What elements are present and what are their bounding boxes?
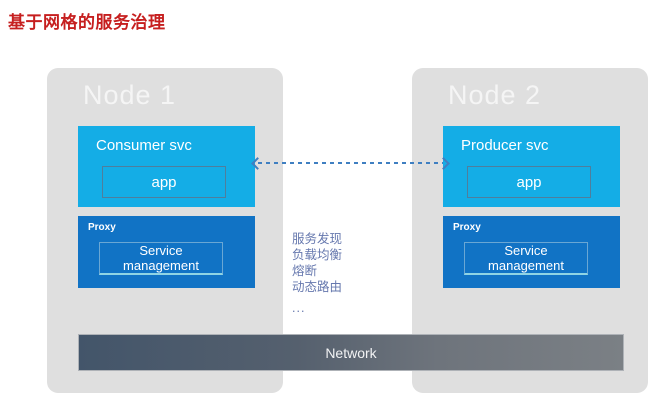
node-2-label: Node 2 — [448, 80, 542, 110]
feature-service-discovery: 服务发现 — [292, 232, 343, 246]
producer-svc-label: Producer svc — [461, 137, 549, 154]
feature-load-balancing: 负载均衡 — [292, 248, 343, 262]
consumer-app-label: app — [151, 173, 177, 191]
consumer-svc-label: Consumer svc — [96, 137, 192, 154]
node-1-service-management-label: Service management — [123, 243, 199, 273]
producer-app-box: app — [467, 166, 591, 198]
network-bar: Network — [78, 334, 624, 371]
network-label: Network — [325, 344, 377, 361]
feature-dynamic-routing: 动态路由 — [292, 280, 343, 294]
mesh-feature-list: 服务发现 负载均衡 熔断 动态路由 ... — [292, 231, 342, 316]
dashed-line — [258, 162, 443, 164]
page-title: 基于网格的服务治理 — [8, 13, 166, 32]
feature-ellipsis: ... — [292, 301, 306, 315]
consumer-app-box: app — [102, 166, 226, 198]
node-1-proxy-box: Proxy Service management — [78, 216, 255, 288]
arrowhead-right-icon — [437, 157, 450, 170]
producer-svc-box: Producer svc app — [443, 126, 620, 207]
node-1-service-management-box: Service management — [99, 242, 223, 275]
consumer-svc-box: Consumer svc app — [78, 126, 255, 207]
service-call-arrow — [251, 157, 450, 170]
node-2-proxy-box: Proxy Service management — [443, 216, 620, 288]
node-2-proxy-label: Proxy — [453, 222, 481, 233]
node-2-service-management-box: Service management — [464, 242, 588, 275]
feature-circuit-breaking: 熔断 — [292, 264, 318, 278]
node-1-label: Node 1 — [83, 80, 177, 110]
node-1-proxy-label: Proxy — [88, 222, 116, 233]
node-2-service-management-label: Service management — [488, 243, 564, 273]
producer-app-label: app — [516, 173, 542, 191]
